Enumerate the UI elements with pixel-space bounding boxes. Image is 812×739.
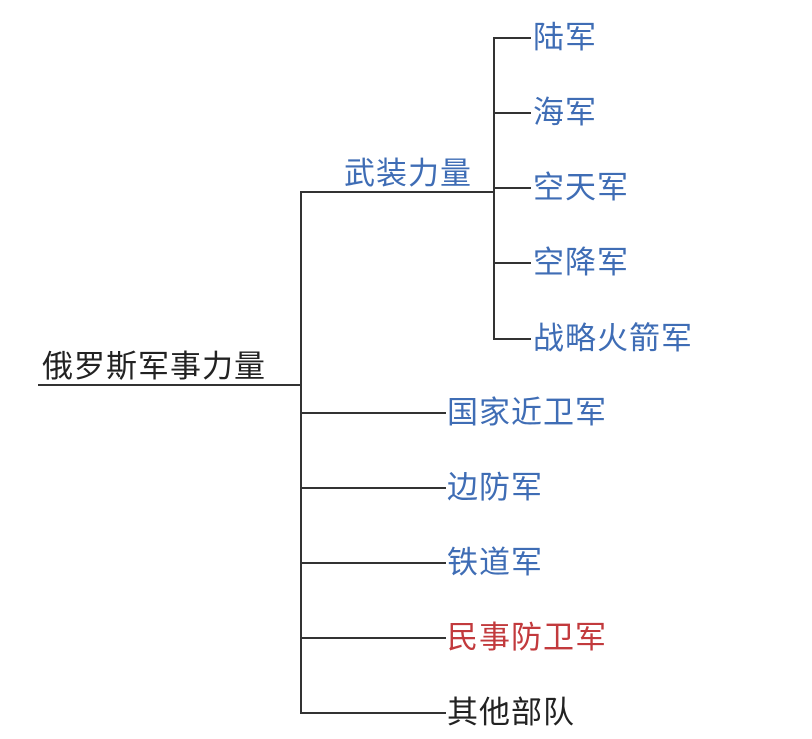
connector-line	[300, 487, 446, 489]
branch-railway-troops: 铁道军	[447, 545, 543, 581]
root-underline	[38, 384, 302, 386]
connector-line	[300, 412, 446, 414]
connector-line	[493, 187, 531, 189]
leaf-airborne-forces: 空降军	[533, 245, 629, 281]
leaf-ground-forces: 陆军	[533, 20, 597, 56]
leaf-navy: 海军	[533, 95, 597, 131]
connector-line	[493, 338, 531, 340]
trunk-line	[300, 191, 302, 714]
connector-line	[300, 562, 446, 564]
branch-other-units: 其他部队	[447, 695, 575, 731]
leaf-aerospace-forces: 空天军	[533, 170, 629, 206]
branch-border-troops: 边防军	[447, 470, 543, 506]
connector-line	[493, 37, 531, 39]
root-node-label: 俄罗斯军事力量	[42, 349, 266, 385]
connector-line	[300, 712, 446, 714]
branch-civil-defense-troops: 民事防卫军	[447, 620, 607, 656]
armed-forces-connector	[300, 191, 495, 193]
armed-forces-label: 武装力量	[344, 156, 472, 192]
connector-line	[300, 637, 446, 639]
leaf-strategic-rocket-forces: 战略火箭军	[533, 321, 693, 357]
branch-national-guard: 国家近卫军	[447, 395, 607, 431]
connector-line	[493, 112, 531, 114]
connector-line	[493, 262, 531, 264]
